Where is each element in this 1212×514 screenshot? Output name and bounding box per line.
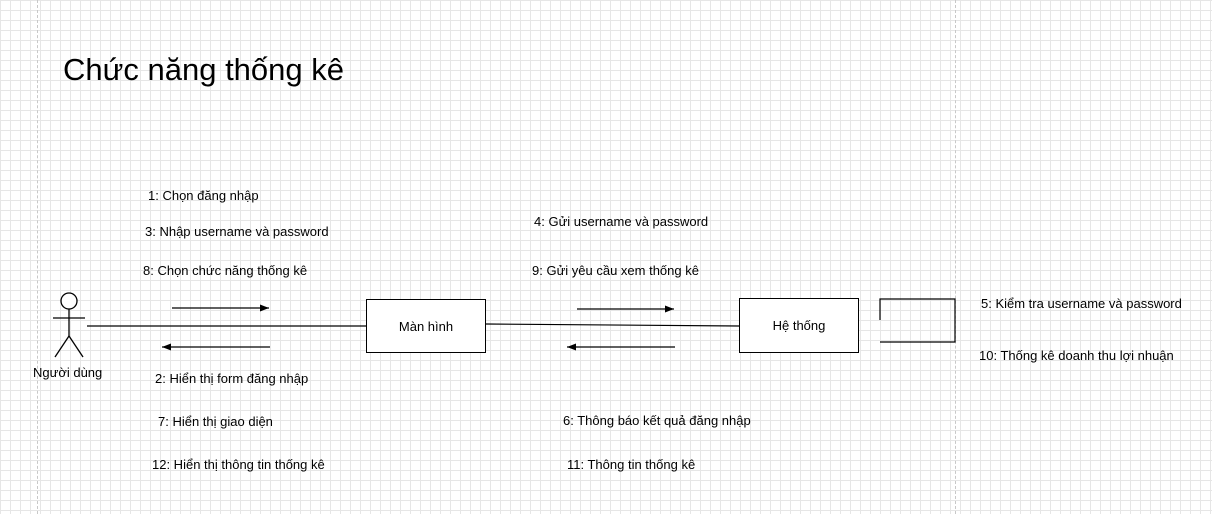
link-screen-system[interactable]	[485, 323, 740, 327]
screen-object-label: Màn hình	[398, 318, 454, 334]
message-12[interactable]: 12: Hiển thị thông tin thống kê	[152, 457, 325, 472]
message-1[interactable]: 1: Chọn đăng nhập	[148, 188, 259, 203]
message-8[interactable]: 8: Chọn chức năng thống kê	[143, 263, 308, 278]
message-4[interactable]: 4: Gửi username và password	[534, 214, 709, 229]
message-2[interactable]: 2: Hiển thị form đăng nhập	[155, 371, 309, 386]
page-break-left	[37, 0, 38, 514]
system-object-label: Hệ thống	[772, 318, 826, 333]
message-11[interactable]: 11: Thông tin thống kê	[567, 457, 696, 472]
message-3[interactable]: 3: Nhập username và password	[145, 224, 329, 239]
actor-label[interactable]: Người dùng	[33, 365, 103, 380]
diagram-title[interactable]: Chức năng thống kê	[63, 52, 344, 87]
message-9[interactable]: 9: Gửi yêu cầu xem thống kê	[532, 263, 699, 278]
message-6[interactable]: 6: Thông báo kết quả đăng nhập	[563, 413, 751, 428]
self-message-bracket[interactable]	[879, 298, 956, 343]
message-10[interactable]: 10: Thống kê doanh thu lợi nhuận	[979, 348, 1174, 363]
screen-object[interactable]: Màn hình	[366, 299, 486, 353]
system-object[interactable]: Hệ thống	[739, 298, 859, 353]
message-7[interactable]: 7: Hiển thị giao diện	[158, 414, 273, 429]
page-break-right	[955, 0, 956, 514]
message-5[interactable]: 5: Kiểm tra username và password	[981, 296, 1182, 311]
actor-icon[interactable]	[53, 292, 85, 358]
